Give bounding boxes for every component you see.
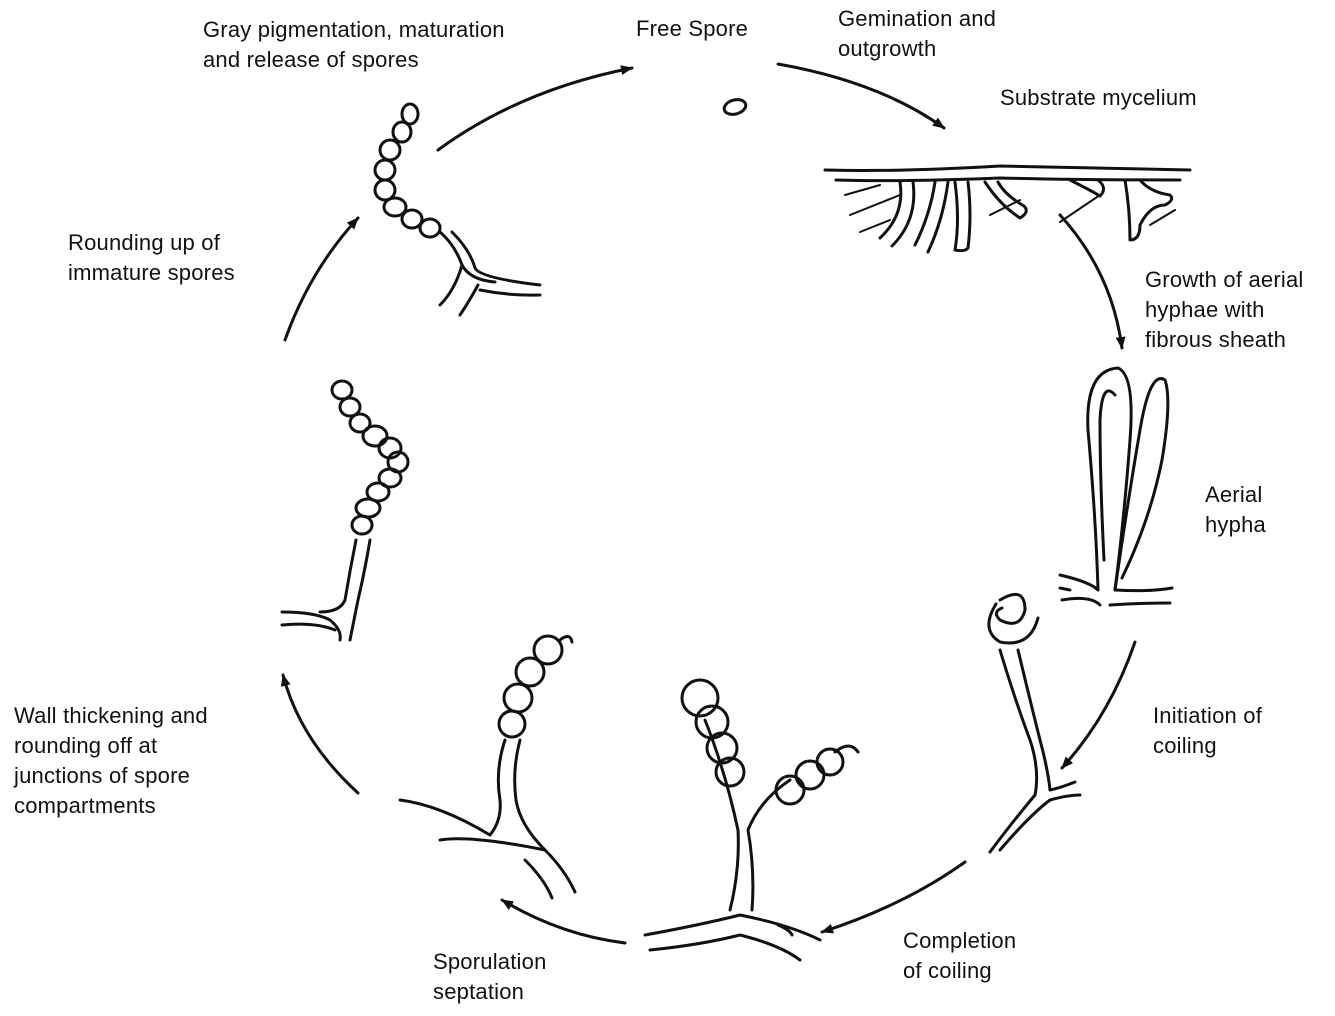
label-free-spore: Free Spore <box>636 14 748 44</box>
label-initiation-coiling: Initiation of coiling <box>1153 701 1262 761</box>
wall-thickening-icon <box>282 381 408 640</box>
substrate-mycelium-icon <box>825 166 1190 252</box>
label-rounding-up: Rounding up of immature spores <box>68 228 235 288</box>
arrow-completion-to-sporulation <box>502 900 625 943</box>
label-substrate-mycelium: Substrate mycelium <box>1000 83 1197 113</box>
arrow-pigmentation-to-free-spore <box>438 68 632 150</box>
label-germination: Gemination and outgrowth <box>838 4 996 64</box>
sporulation-icon <box>400 636 575 898</box>
aerial-hypha-icon <box>1060 368 1172 605</box>
arrow-initiation-to-completion <box>822 862 965 932</box>
label-wall-thickening: Wall thickening and rounding off at junc… <box>14 701 208 821</box>
label-aerial-hypha: Aerial hypha <box>1205 480 1266 540</box>
arrow-sporulation-to-wall <box>283 675 358 793</box>
completion-coiling-icon <box>645 680 858 960</box>
label-completion-coiling: Completion of coiling <box>903 926 1016 986</box>
label-gray-pigmentation: Gray pigmentation, maturation and releas… <box>203 15 505 75</box>
free-spore-icon <box>723 97 748 116</box>
label-aerial-growth: Growth of aerial hyphae with fibrous she… <box>1145 265 1304 355</box>
arrow-substrate-to-aerial <box>1060 215 1122 348</box>
label-sporulation: Sporulation septation <box>433 947 547 1007</box>
arrow-free-spore-to-substrate <box>778 64 944 128</box>
initiation-coiling-icon <box>989 594 1080 852</box>
arrow-aerial-to-initiation <box>1062 642 1135 768</box>
arrow-wall-to-rounding <box>285 218 358 340</box>
cycle-arrows <box>283 64 1135 943</box>
